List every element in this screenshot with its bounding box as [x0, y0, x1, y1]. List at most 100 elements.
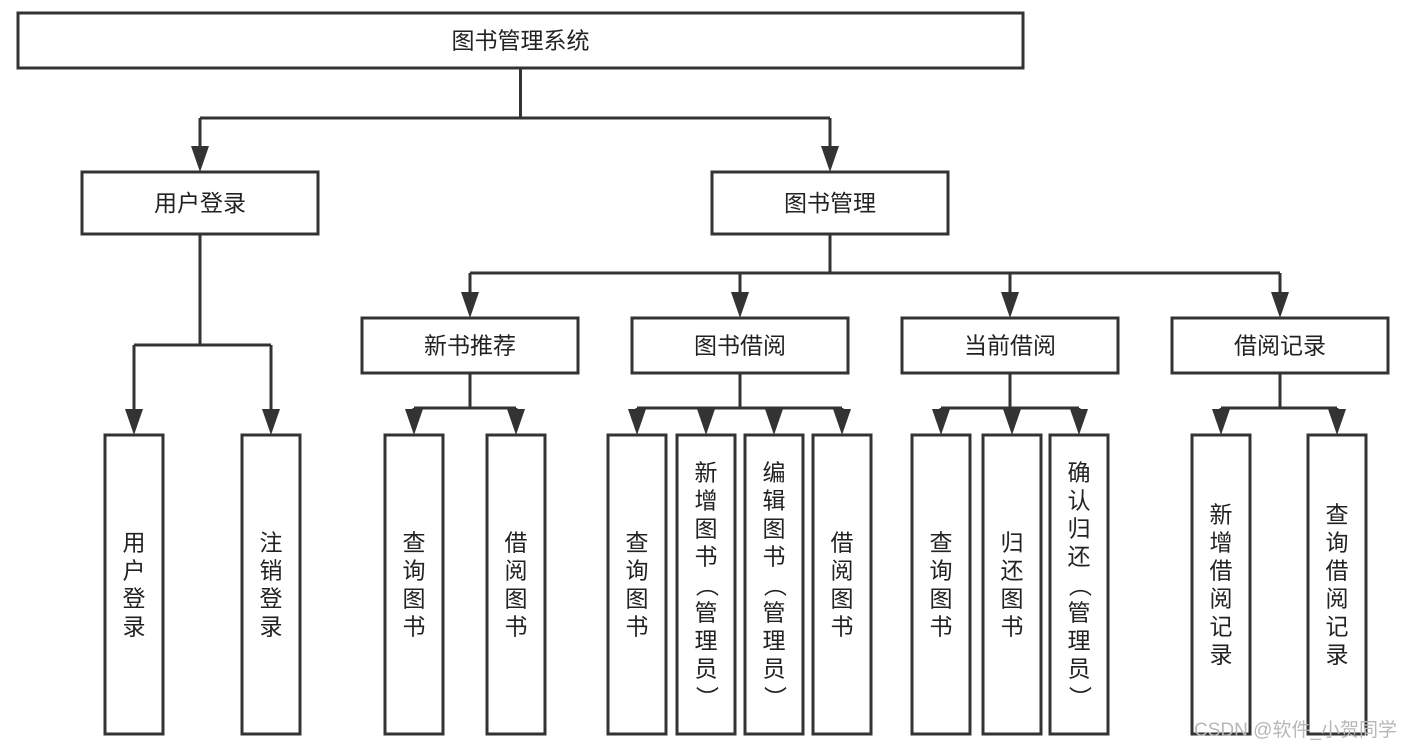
node-label-char: 录 — [260, 613, 283, 639]
node-label-char: 书 — [505, 613, 528, 639]
node-label-char: 增 — [695, 487, 718, 513]
node-label-char: 新 — [695, 459, 718, 485]
node-label-char: 确 — [1068, 459, 1091, 485]
node-label-char: 阅 — [1326, 585, 1349, 611]
node-label-char: 询 — [626, 557, 649, 583]
node-label-char: 图 — [626, 585, 649, 611]
node-label: 当前借阅 — [964, 333, 1056, 359]
node-label-char: 录 — [1210, 641, 1233, 667]
node-box-leaf-add-record — [1190, 433, 1252, 736]
node-label: 图书管理系统 — [452, 28, 590, 54]
node-root[interactable]: 图书管理系统 — [16, 11, 1025, 70]
node-label-char: 书 — [1001, 613, 1024, 639]
node-label-char: 归 — [1001, 529, 1024, 555]
node-label-char: 查 — [403, 529, 426, 555]
arrow-head-icon — [833, 409, 851, 435]
node-label-char: 认 — [1068, 487, 1091, 513]
node-label: 借阅记录 — [1234, 333, 1326, 359]
node-label-char: 户 — [123, 557, 146, 583]
node-label-char: 员 — [763, 655, 786, 681]
arrow-head-icon — [125, 409, 143, 435]
node-box-leaf-logout — [240, 433, 302, 736]
node-label-char: 新 — [1210, 501, 1233, 527]
connectors-layer — [125, 68, 1346, 435]
node-label-char: 登 — [123, 585, 146, 611]
node-current-borrow[interactable]: 当前借阅 — [900, 316, 1120, 375]
node-new-book-recommend[interactable]: 新书推荐 — [360, 316, 580, 375]
nodes-layer: 图书管理系统用户登录图书管理新书推荐图书借阅当前借阅借阅记录用户登录注销登录查询… — [16, 11, 1390, 736]
node-label: 用户登录 — [154, 190, 246, 216]
node-label-char: 图 — [930, 585, 953, 611]
node-label-char: 书 — [695, 543, 718, 569]
node-label-char: 记 — [1210, 613, 1233, 639]
arrow-head-icon — [821, 146, 839, 172]
arrow-head-icon — [405, 409, 423, 435]
node-label-char: 图 — [505, 585, 528, 611]
node-label-char: 记 — [1326, 613, 1349, 639]
node-leaf-user-login[interactable]: 用户登录 — [103, 433, 165, 736]
node-label-char: 归 — [1068, 515, 1091, 541]
node-box-book-borrow — [630, 316, 850, 375]
node-box-leaf-user-login — [103, 433, 165, 736]
node-user-login[interactable]: 用户登录 — [80, 170, 320, 236]
node-label-char: 管 — [695, 599, 718, 625]
node-label-char: 图 — [1001, 585, 1024, 611]
node-label-char: 借 — [505, 529, 528, 555]
node-label-char: 销 — [260, 557, 283, 583]
node-box-new-book-recommend — [360, 316, 580, 375]
node-label-char: （ — [1067, 574, 1093, 597]
node-label-char: 管 — [763, 599, 786, 625]
node-label-char: 书 — [831, 613, 854, 639]
node-label-char: 录 — [1326, 641, 1349, 667]
node-book-borrow[interactable]: 图书借阅 — [630, 316, 850, 375]
node-label-char: （ — [762, 574, 788, 597]
node-label-char: 辑 — [763, 487, 786, 513]
node-box-current-borrow — [900, 316, 1120, 375]
node-box-leaf-query-book-1 — [383, 433, 445, 736]
node-borrow-record[interactable]: 借阅记录 — [1170, 316, 1390, 375]
arrow-head-icon — [1328, 409, 1346, 435]
node-label-char: 编 — [763, 459, 786, 485]
node-box-borrow-record — [1170, 316, 1390, 375]
node-box-leaf-borrow-book-1 — [485, 433, 547, 736]
node-label-char: 书 — [930, 613, 953, 639]
node-label-char: 增 — [1210, 529, 1233, 555]
node-label-char: 阅 — [1210, 585, 1233, 611]
node-label-char: 图 — [763, 515, 786, 541]
node-box-root — [16, 11, 1025, 70]
node-label-char: 还 — [1068, 543, 1091, 569]
node-label-char: 借 — [831, 529, 854, 555]
node-label-char: 阅 — [831, 557, 854, 583]
node-book-manage[interactable]: 图书管理 — [710, 170, 950, 236]
node-box-leaf-add-book — [675, 433, 737, 736]
node-label-char: 图 — [403, 585, 426, 611]
node-label-char: 借 — [1326, 557, 1349, 583]
arrow-head-icon — [461, 292, 479, 318]
node-label-char: 理 — [695, 627, 718, 653]
node-label-char: 阅 — [505, 557, 528, 583]
node-label-char: 查 — [1326, 501, 1349, 527]
node-label-char: 理 — [1068, 627, 1091, 653]
node-label-char: 图 — [695, 515, 718, 541]
node-label-char: 询 — [930, 557, 953, 583]
node-label-char: 查 — [626, 529, 649, 555]
arrow-head-icon — [1212, 409, 1230, 435]
node-label-char: ） — [1067, 686, 1093, 709]
arrow-head-icon — [507, 409, 525, 435]
node-label: 图书管理 — [784, 190, 876, 216]
node-label-char: 管 — [1068, 599, 1091, 625]
